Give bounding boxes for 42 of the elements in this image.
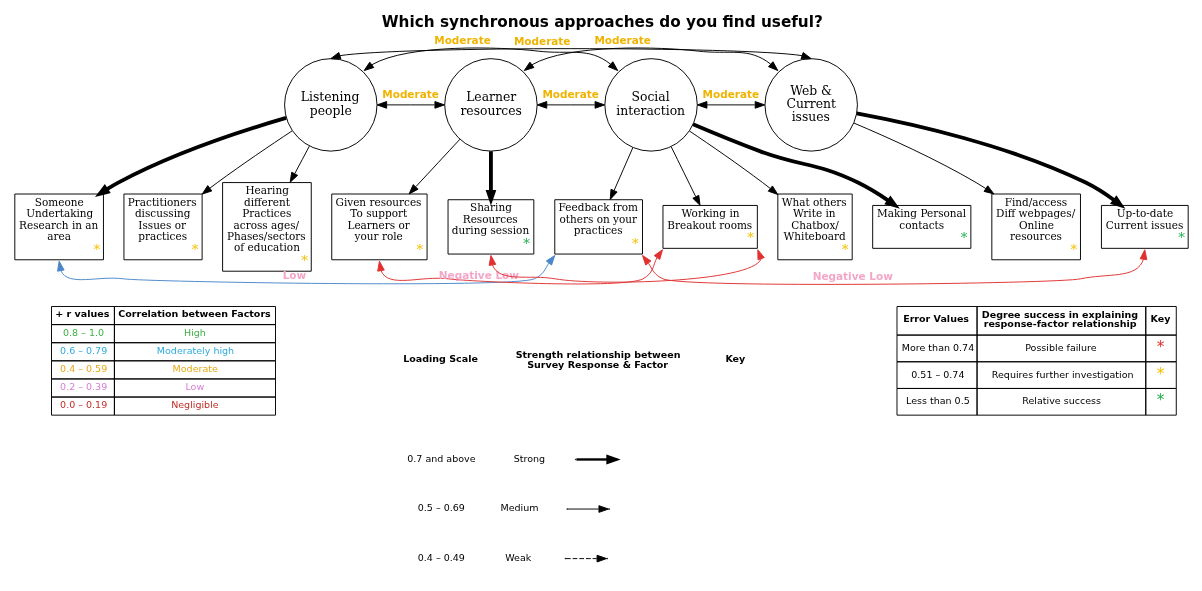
label: More than 0.74 <box>901 341 974 353</box>
label: 0.4 – 0.49 <box>417 551 465 563</box>
label: 0.6 – 0.79 <box>59 345 107 357</box>
label: High <box>183 327 206 339</box>
label: Key <box>724 353 745 365</box>
label: 0.5 – 0.69 <box>417 502 465 514</box>
label: 0.0 – 0.19 <box>59 399 107 411</box>
label: Negligible <box>170 399 219 411</box>
label: Correlation between Factors <box>117 307 271 319</box>
label: Loading Scale <box>402 353 478 365</box>
label: 0.2 – 0.39 <box>59 381 107 393</box>
label: Moderately high <box>156 345 234 357</box>
edge-label: Moderate <box>593 34 651 47</box>
label: Relative success <box>1021 395 1101 407</box>
legend-label: Medium <box>499 502 539 514</box>
edge-label: Negative Low <box>812 270 893 283</box>
label: Less than 0.5 <box>905 395 970 407</box>
legend-label: Weak <box>504 551 531 563</box>
diagram-title: Which synchronous approaches do you find useful? <box>381 12 823 31</box>
label: Strength relationship between Survey Response & Factor <box>515 348 681 370</box>
label: Possible failure <box>1024 341 1097 353</box>
label: 0.51 – 0.74 <box>910 368 964 380</box>
edge-label: Low <box>282 269 306 282</box>
label: Requires further investigation <box>991 368 1134 380</box>
label: + r values <box>54 307 109 319</box>
label: 0.8 – 1.0 <box>62 327 104 339</box>
legend-label: Strong <box>513 452 545 464</box>
edge-label: Moderate <box>541 88 599 101</box>
edge-label: Moderate <box>433 34 491 47</box>
label: Moderate <box>172 363 218 375</box>
edge-label: Moderate <box>702 88 759 101</box>
label: 0.4 – 0.59 <box>59 363 107 375</box>
edge-label: Moderate <box>381 88 439 101</box>
label: Degree success in explaining response-factor relationship <box>981 308 1138 330</box>
label: * <box>1156 364 1164 383</box>
label: * <box>1156 391 1164 410</box>
edge-label: Moderate <box>513 34 570 47</box>
label: 0.7 and above <box>406 452 475 464</box>
label: Low <box>184 381 204 393</box>
label: * <box>1156 338 1164 357</box>
label: Error Values <box>902 313 969 325</box>
label: Key <box>1150 313 1170 325</box>
